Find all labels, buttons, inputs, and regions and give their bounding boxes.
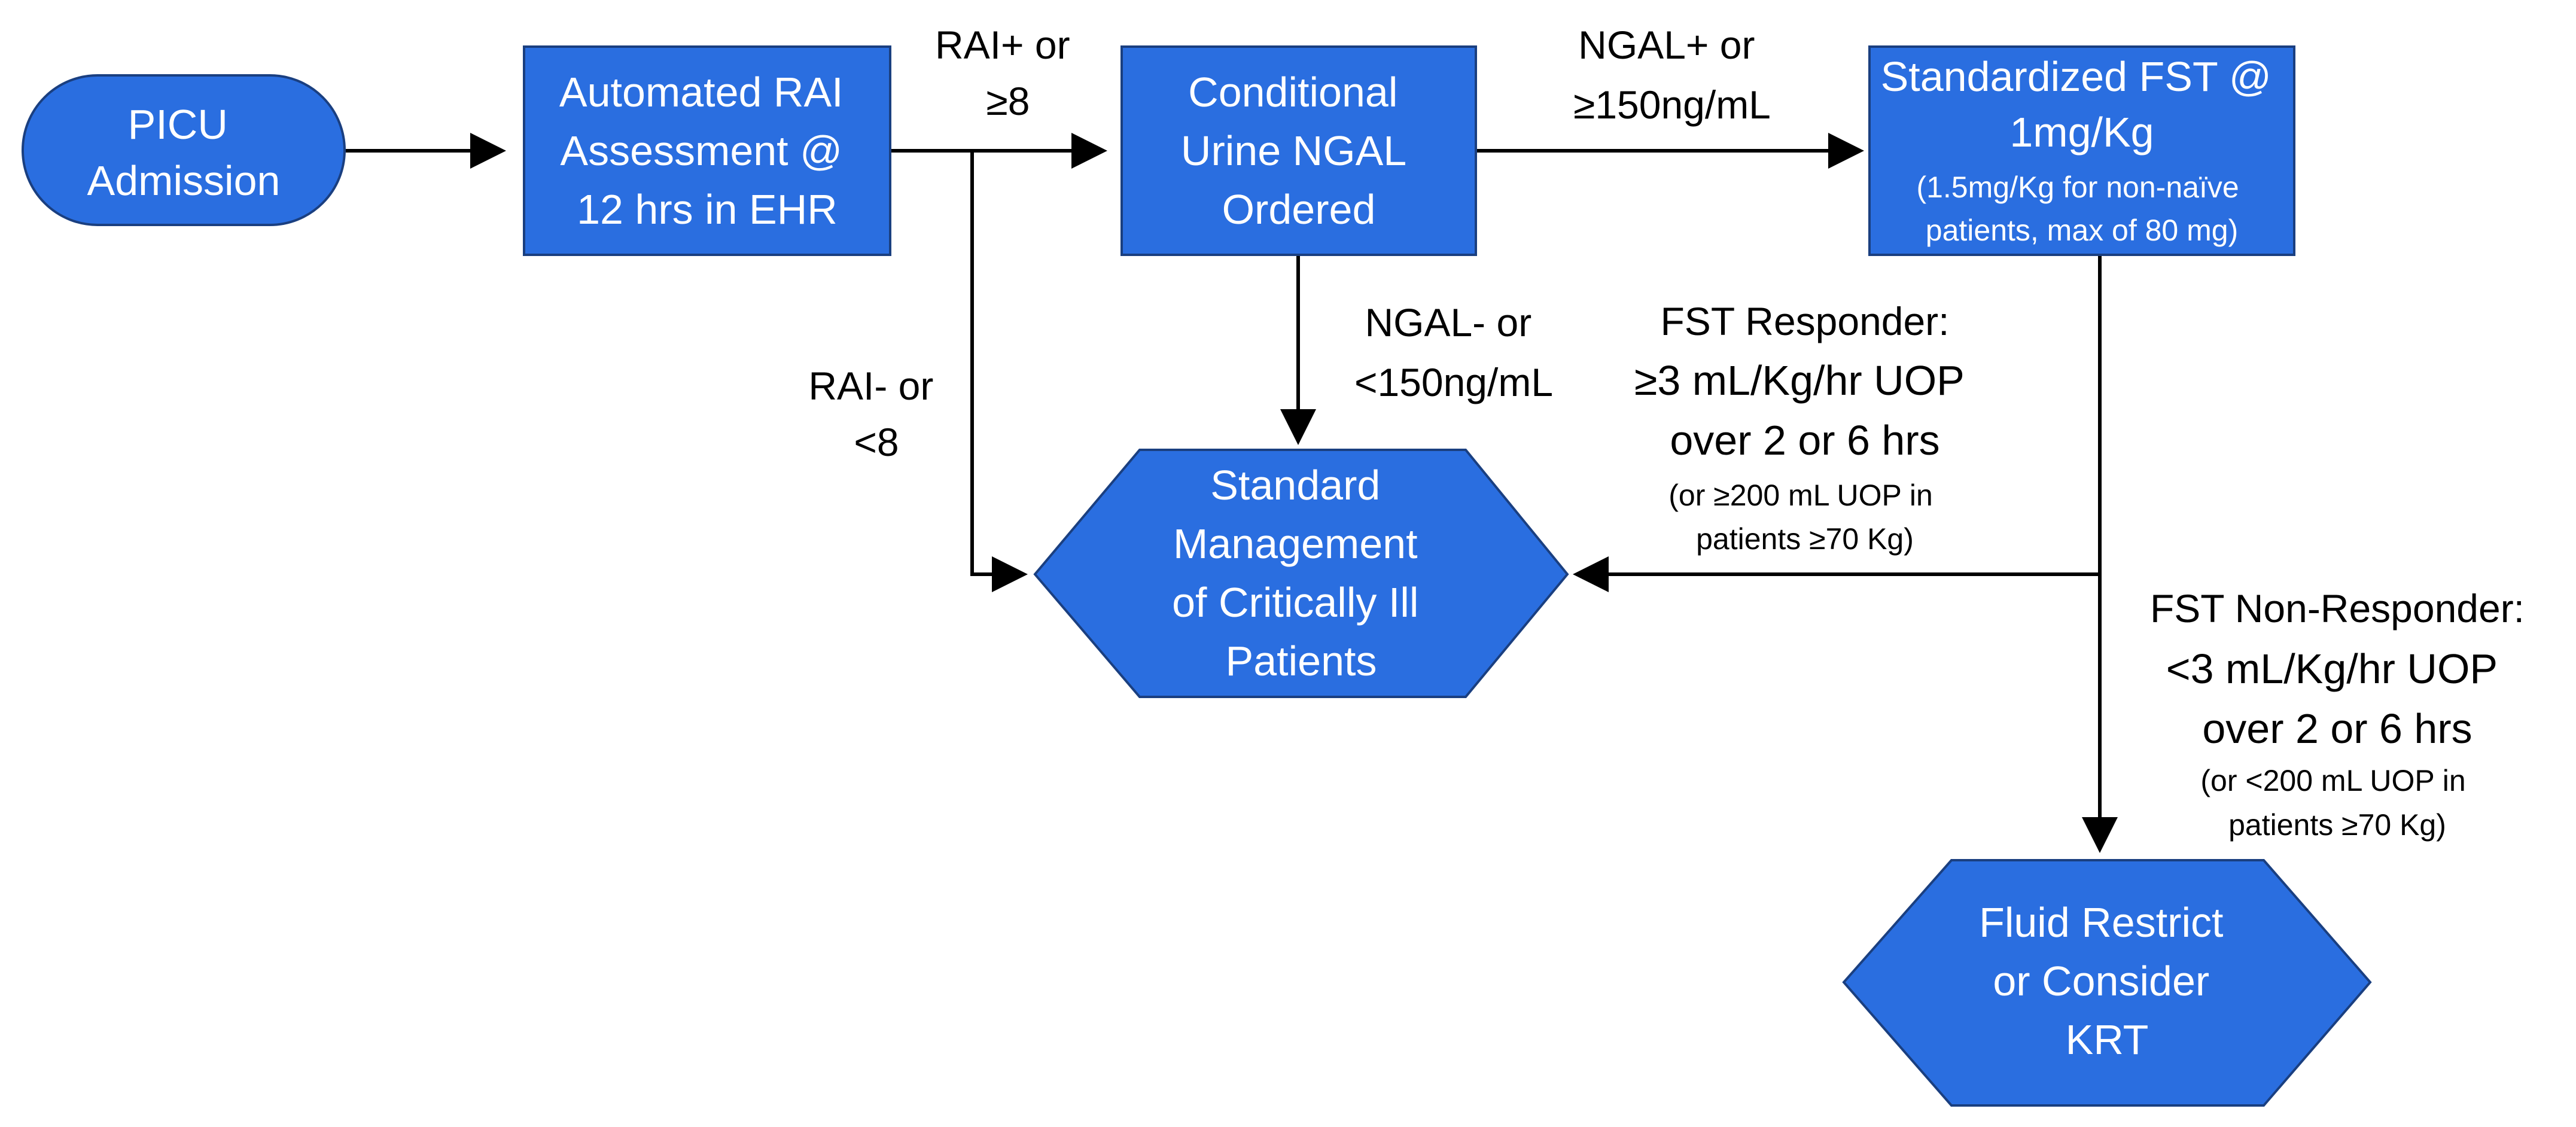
svg-text:FST Non-Responder:: FST Non-Responder: <box>2150 586 2525 630</box>
label-ngal-positive-line-2: ≥150ng/mL <box>1573 83 1771 127</box>
label-fst-responder: FST Responder: ≥3 mL/Kg/hr UOP over 2 or… <box>1634 299 1975 556</box>
label-fst-responder-title: FST Responder: <box>1660 299 1949 343</box>
label-fst-responder-criteria-1: ≥3 mL/Kg/hr UOP <box>1634 357 1964 404</box>
node-ngal-line-2: Urine NGAL <box>1181 127 1405 174</box>
label-fst-non-responder-criteria-2: over 2 or 6 hrs <box>2202 705 2472 752</box>
node-ngal-line-1: Conditional <box>1188 69 1397 115</box>
node-fluid-line-1: Fluid Restrict <box>1979 899 2223 946</box>
node-standard-line-2: Management <box>1173 520 1418 567</box>
node-fst-line-1: Standardized FST @ <box>1881 53 2271 100</box>
label-ngal-positive-line-1: NGAL+ or <box>1578 23 1755 67</box>
node-fst-line-2: 1mg/Kg <box>2009 109 2154 156</box>
node-picu-admission: PICU Admission <box>22 74 346 226</box>
label-rai-positive-line-1: RAI+ or <box>935 23 1070 67</box>
label-ngal-negative-line-2: <150ng/mL <box>1354 360 1553 404</box>
node-standard-management: Standard Management of Critically Ill Pa… <box>1033 449 1569 698</box>
node-standard-line-1: Standard <box>1210 462 1380 508</box>
edge-rai-negative-to-standard <box>970 151 1028 592</box>
label-fst-non-responder: FST Non-Responder: <3 mL/Kg/hr UOP over … <box>2150 586 2525 842</box>
node-ngal-line-3: Ordered <box>1222 186 1376 233</box>
svg-text:≥3 mL/Kg/hr UOP over 2 o: ≥3 mL/Kg/hr UOP over 2 or 6 hrs <box>1634 357 1975 464</box>
node-fst-subline-2: patients, max of 80 mg) <box>1926 214 2238 247</box>
node-fst-subline-1: (1.5mg/Kg for non-naïve <box>1916 170 2239 204</box>
svg-text:FST Responder:: FST Responder: <box>1660 299 1949 343</box>
label-ngal-positive: NGAL+ or ≥150ng/mL <box>1573 23 1771 127</box>
label-fst-non-responder-note-1: (or <200 mL UOP in <box>2200 764 2465 797</box>
label-ngal-negative: NGAL- or <150ng/mL <box>1354 300 1553 404</box>
label-ngal-negative-line-1: NGAL- or <box>1365 300 1531 345</box>
svg-text:Fluid Restrict or Consid: Fluid Restrict or Consider KRT <box>1979 899 2235 1063</box>
label-fst-responder-note-2: patients ≥70 Kg) <box>1696 522 1914 556</box>
svg-text:Standardized FST @ 1mg/K: Standardized FST @ 1mg/Kg <box>1881 53 2283 156</box>
label-fst-responder-criteria-2: over 2 or 6 hrs <box>1670 417 1939 464</box>
node-picu-admission-line-2: Admission <box>87 157 281 204</box>
label-rai-negative: RAI- or <8 <box>808 364 944 464</box>
label-rai-positive: RAI+ or ≥8 <box>935 23 1081 123</box>
label-rai-negative-line-2: <8 <box>854 420 899 464</box>
label-fst-responder-note-1: (or ≥200 mL UOP in <box>1668 479 1933 512</box>
label-fst-non-responder-criteria-1: <3 mL/Kg/hr UOP <box>2166 645 2497 692</box>
node-fluid-line-2: or Consider <box>1993 958 2209 1004</box>
svg-text:NGAL- or <150ng/mL: NGAL- or <150ng/mL <box>1354 300 1553 404</box>
svg-text:PICU Admission: PICU Admission <box>87 101 281 204</box>
node-ngal-ordered: Conditional Urine NGAL Ordered <box>1120 45 1477 256</box>
edges <box>346 133 2118 853</box>
svg-text:RAI- or <8: RAI- or <8 <box>808 364 944 464</box>
node-rai-assessment: Automated RAI Assessment @ 12 hrs in EHR <box>523 45 891 256</box>
node-standard-line-3: of Critically Ill <box>1172 579 1418 626</box>
node-fluid-restrict: Fluid Restrict or Consider KRT <box>1842 859 2372 1107</box>
node-standard-line-4: Patients <box>1226 638 1377 684</box>
node-fst: Standardized FST @ 1mg/Kg (1.5mg/Kg for … <box>1868 45 2295 256</box>
node-rai-line-3: 12 hrs in EHR <box>577 186 838 233</box>
node-fluid-line-3: KRT <box>2066 1016 2149 1063</box>
node-rai-line-2: Assessment @ <box>560 127 842 174</box>
label-fst-non-responder-title: FST Non-Responder: <box>2150 586 2525 630</box>
label-fst-non-responder-note-2: patients ≥70 Kg) <box>2228 808 2446 842</box>
svg-text:(or ≥200 mL UOP in patie: (or ≥200 mL UOP in patients ≥70 Kg) <box>1668 479 1941 556</box>
node-rai-line-1: Automated RAI <box>559 69 844 115</box>
svg-text:NGAL+ or ≥150ng/mL: NGAL+ or ≥150ng/mL <box>1573 23 1771 127</box>
svg-text:Standard Management: Standard Management of Critically Ill Pa… <box>1172 462 1430 684</box>
node-picu-admission-line-1: PICU <box>128 101 228 148</box>
svg-text:Conditional Urine NGAL: Conditional Urine NGAL Ordered <box>1181 69 1417 233</box>
label-rai-positive-line-2: ≥8 <box>986 79 1030 123</box>
svg-text:Automated RAI Assessment: Automated RAI Assessment @ 12 hrs in EHR <box>559 69 855 233</box>
svg-text:<3 mL/Kg/hr UOP over 2 o: <3 mL/Kg/hr UOP over 2 or 6 hrs <box>2166 645 2509 752</box>
svg-text:(or <200 mL UOP in patie: (or <200 mL UOP in patients ≥70 Kg) <box>2200 764 2474 842</box>
svg-text:(1.5mg/Kg for non-naïve: (1.5mg/Kg for non-naïve patients, max of… <box>1916 170 2247 247</box>
svg-text:RAI+ or ≥8: RAI+ or ≥8 <box>935 23 1081 123</box>
label-rai-negative-line-1: RAI- or <box>808 364 933 408</box>
